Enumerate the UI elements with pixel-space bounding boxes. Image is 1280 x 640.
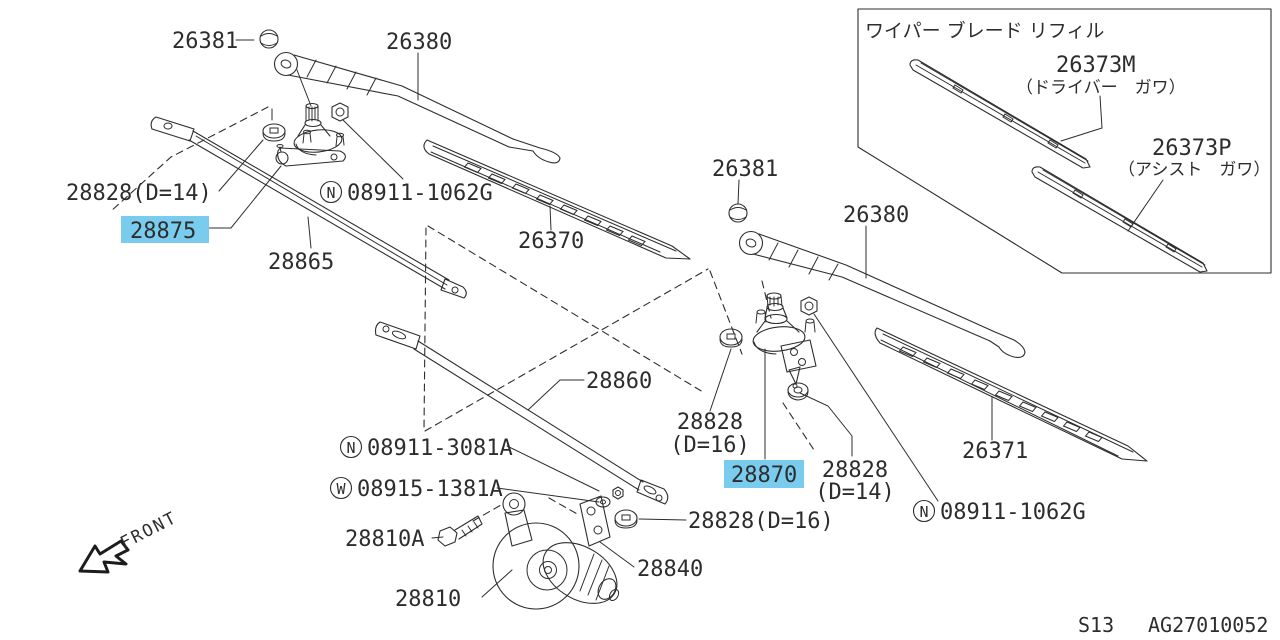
- label-nut-motor: N 08911-3081A: [339, 435, 513, 461]
- label-washer-d16-right: 28828 (D=16): [670, 410, 749, 458]
- hex-nut-left-drawing: [331, 102, 349, 122]
- nut-right-symbol: N: [919, 503, 928, 521]
- bracket-28840-drawing: [579, 495, 611, 547]
- arm-left-pivot-hole: [280, 59, 292, 69]
- note-26373P: （アシスト ガワ）: [1118, 160, 1270, 180]
- label-pivot-right[interactable]: 28870: [731, 463, 797, 488]
- footer-diagram-code: AG27010052: [1148, 613, 1268, 637]
- label-washer-d14-right: 28828 (D=14): [815, 458, 894, 505]
- washer-d14-number: 28828: [822, 458, 888, 483]
- link-rod-28865-drawing: [150, 116, 467, 299]
- circled-w-icon: [329, 476, 353, 500]
- inset-title: ワイパー ブレード リフィル: [865, 19, 1104, 42]
- label-motor: 28810: [395, 587, 461, 612]
- pivot-assembly-left-drawing: [275, 102, 346, 167]
- washer-motor-number: 08915-1381A: [357, 477, 503, 502]
- front-direction-arrow: FRONT: [78, 508, 181, 574]
- leader-26373M: [1060, 95, 1103, 142]
- label-cap-left: 26381: [172, 29, 238, 54]
- label-nut-left: N 08911-1062G: [319, 180, 493, 206]
- inset-box-outline: [857, 8, 1272, 274]
- label-arm-right: 26380: [843, 203, 909, 228]
- nut-left-symbol: N: [326, 184, 335, 202]
- cap-right-drawing: [728, 203, 748, 223]
- link-rod-28860-drawing: [374, 321, 669, 505]
- label-bolt: 28810A: [345, 527, 424, 552]
- wiper-blade-right-drawing: [874, 327, 1148, 462]
- label-26373M: 26373M: [1056, 53, 1135, 78]
- nut-motor-symbol: N: [346, 439, 355, 457]
- washer-d14-note: (D=14): [815, 480, 894, 505]
- ball-stud-left: [275, 151, 289, 165]
- label-blade-left: 26370: [518, 229, 584, 254]
- washer-d16-note: (D=16): [670, 433, 749, 458]
- front-label: FRONT: [117, 508, 181, 554]
- nut-right-number: 08911-1062G: [940, 500, 1086, 525]
- label-nut-right: N 08911-1062G: [912, 499, 1086, 525]
- label-cap-right: 26381: [712, 157, 778, 182]
- leader-26373P: [1127, 179, 1164, 232]
- cap-left-drawing: [259, 29, 279, 49]
- washer-d16-right-drawing: [719, 328, 743, 348]
- wiper-motor-drawing: [492, 492, 620, 610]
- highlight-28875[interactable]: [121, 216, 209, 243]
- circled-n-icon: [912, 499, 936, 523]
- inset-refill-box: ワイパー ブレード リフィル 26373M （ドライバー ガワ） 26373P …: [857, 8, 1272, 274]
- label-arm-left: 26380: [386, 30, 452, 55]
- footer-model-code: S13: [1078, 613, 1114, 637]
- label-blade-right: 26371: [962, 439, 1028, 464]
- highlighted-label-28875[interactable]: 28875: [121, 216, 209, 244]
- refill-strip-26373M-drawing: [909, 59, 1091, 169]
- nut-motor-number: 08911-3081A: [367, 436, 513, 461]
- bolt-28810A-drawing: [437, 515, 483, 547]
- label-bracket: 28840: [637, 557, 703, 582]
- highlight-28870[interactable]: [724, 460, 804, 488]
- label-washer-motor: W 08915-1381A: [329, 476, 503, 502]
- washer-d14-left-drawing: [262, 123, 286, 142]
- refill-strip-26373P-drawing: [1031, 166, 1208, 273]
- highlighted-label-28870[interactable]: 28870: [724, 460, 804, 488]
- label-center-rod: 28860: [586, 369, 652, 394]
- pivot-assembly-right-drawing: [752, 292, 817, 389]
- label-link-rod: 28865: [268, 250, 334, 275]
- washer-motor-symbol: W: [336, 480, 346, 498]
- washer-d16-bottom-drawing: [614, 509, 638, 529]
- alignment-dashed-lines: [109, 106, 817, 522]
- hex-nut-right-drawing: [800, 296, 818, 316]
- nut-left-number: 08911-1062G: [347, 181, 493, 206]
- arm-right-pivot-hole: [745, 238, 757, 248]
- wiper-arm-left-drawing: [273, 51, 561, 164]
- note-26373M: （ドライバー ガワ）: [1016, 78, 1186, 98]
- circled-n-icon: [319, 180, 343, 204]
- circled-n-icon: [339, 435, 363, 459]
- wiper-arm-right-drawing: [738, 230, 1026, 358]
- leader-lines: [208, 39, 993, 598]
- wiper-blade-left-drawing: [423, 139, 691, 260]
- label-washer-d16-bottom: 28828(D=16): [688, 509, 834, 534]
- label-pivot-left[interactable]: 28875: [130, 219, 196, 244]
- nut-small-drawing: [612, 486, 624, 500]
- label-washer-d14-left: 28828(D=14): [66, 181, 212, 206]
- washer-d14-right-drawing: [787, 382, 809, 401]
- label-26373P: 26373P: [1152, 136, 1231, 161]
- front-arrow-icon: [78, 539, 130, 574]
- washer-d16-number: 28828: [677, 410, 743, 435]
